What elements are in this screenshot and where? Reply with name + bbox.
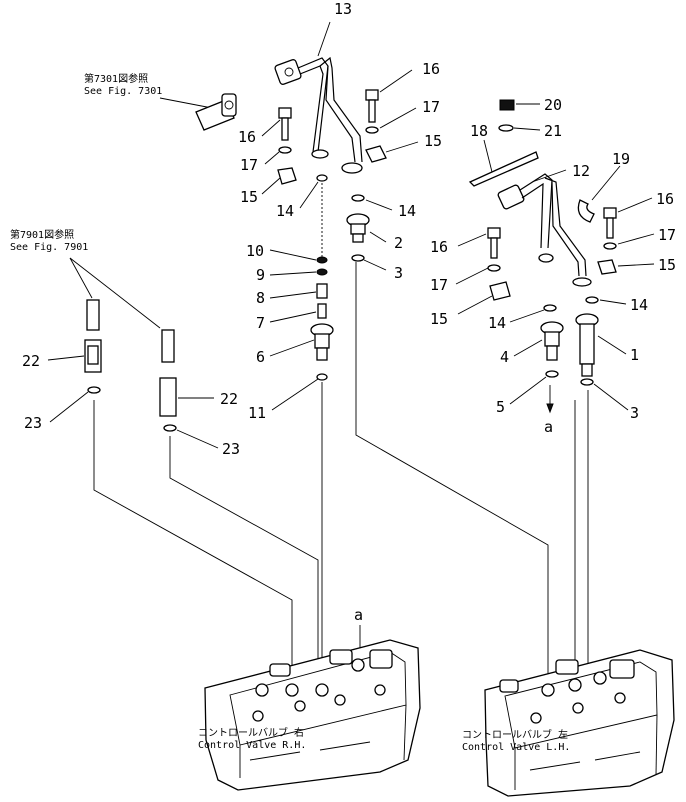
adapter-4 [540, 321, 564, 361]
callout-5: 5 [496, 398, 505, 416]
callout-11: 11 [248, 404, 266, 422]
pipe-12 [497, 173, 592, 287]
bolt-16-mid [487, 227, 501, 259]
ref-7301-en: See Fig. 7301 [84, 86, 162, 97]
callout-2: 2 [394, 234, 403, 252]
oring-14-center [351, 194, 365, 202]
callout-14: 14 [488, 314, 506, 332]
oring-5 [545, 370, 559, 378]
control-valve-lh [484, 649, 675, 797]
washer-17-center [365, 126, 379, 134]
oring-11 [316, 373, 328, 381]
callout-numbers: 13 16 17 15 16 17 15 14 14 10 9 8 7 6 11… [22, 0, 676, 458]
callout-15: 15 [424, 132, 442, 150]
check-7 [317, 303, 327, 319]
clamp-15-mid [489, 281, 511, 301]
callout-leaders [47, 21, 655, 449]
clamp-15-center [365, 145, 387, 163]
callout-16: 16 [422, 60, 440, 78]
callout-14: 14 [398, 202, 416, 220]
bolt-16-center [365, 89, 379, 123]
callout-15: 15 [430, 310, 448, 328]
callout-17: 17 [658, 226, 676, 244]
oring-23-right [163, 424, 177, 432]
washer-17-right [603, 242, 617, 250]
callout-17: 17 [430, 276, 448, 294]
callout-9: 9 [256, 266, 265, 284]
clamp-15-right [597, 259, 617, 275]
callout-17: 17 [422, 98, 440, 116]
ref-7901-jp: 第7901図参照 [10, 228, 74, 241]
washer-21 [498, 124, 514, 132]
caption-rh-en: Control Valve R.H. [198, 740, 306, 751]
callout-22: 22 [22, 352, 40, 370]
callout-23: 23 [24, 414, 42, 432]
valve-captions: コントロールバルブ 右 Control Valve R.H. コントロールバルブ… [198, 726, 570, 753]
oring-3-left [351, 254, 365, 262]
callout-4: 4 [500, 348, 509, 366]
adapter-1 [575, 313, 599, 377]
oring-14-right-a [543, 304, 557, 312]
callout-7: 7 [256, 314, 265, 332]
callout-22: 22 [220, 390, 238, 408]
callout-14: 14 [630, 296, 648, 314]
routing-lines [69, 97, 589, 695]
callout-15: 15 [240, 188, 258, 206]
ring-9 [316, 268, 328, 276]
callout-21: 21 [544, 122, 562, 140]
adapter-6 [310, 323, 334, 361]
pipe-13 [274, 56, 363, 174]
ref-7301-jp: 第7301図参照 [84, 72, 148, 85]
adapter-2 [346, 213, 370, 243]
oring-23-left [87, 386, 101, 394]
ref-7901-en: See Fig. 7901 [10, 242, 88, 253]
callout-18: 18 [470, 122, 488, 140]
caption-lh-jp: コントロールバルブ 左 [462, 728, 568, 741]
hose-end-fitting [195, 93, 237, 131]
clip-19 [577, 199, 595, 223]
callout-3: 3 [630, 404, 639, 422]
callout-14: 14 [276, 202, 294, 220]
callout-1: 1 [630, 346, 639, 364]
callout-20: 20 [544, 96, 562, 114]
caption-rh-jp: コントロールバルブ 右 [198, 726, 304, 739]
callout-16: 16 [238, 128, 256, 146]
strap-18 [468, 151, 539, 187]
reference-notes: 第7301図参照 See Fig. 7301 第7901図参照 See Fig.… [10, 72, 162, 253]
control-valve-rh [204, 639, 421, 791]
caption-lh-en: Control Valve L.H. [462, 742, 570, 753]
fitting-22-left [84, 299, 102, 373]
bolt-16-right [603, 207, 617, 239]
callout-16: 16 [430, 238, 448, 256]
oring-3-right [580, 378, 594, 386]
washer-17-left [278, 146, 292, 154]
callout-13: 13 [334, 0, 352, 18]
ring-10 [316, 256, 328, 264]
oring-14-right-b [585, 296, 599, 304]
fitting-22-right [159, 329, 177, 417]
bolt-16-left [278, 107, 292, 141]
clamp-15-left [277, 167, 297, 185]
connector-a-lower: a [354, 606, 363, 624]
callout-17: 17 [240, 156, 258, 174]
washer-17-mid [487, 264, 501, 272]
callout-3: 3 [394, 264, 403, 282]
callout-6: 6 [256, 348, 265, 366]
callout-8: 8 [256, 289, 265, 307]
callout-10: 10 [246, 242, 264, 260]
callout-23: 23 [222, 440, 240, 458]
nut-20 [499, 99, 515, 111]
callout-15: 15 [658, 256, 676, 274]
callout-12: 12 [572, 162, 590, 180]
part-shapes [84, 56, 675, 797]
callout-16: 16 [656, 190, 674, 208]
connector-a-upper: a [544, 418, 553, 436]
spring-8 [316, 283, 328, 299]
oring-14-left [316, 174, 328, 182]
callout-19: 19 [612, 150, 630, 168]
